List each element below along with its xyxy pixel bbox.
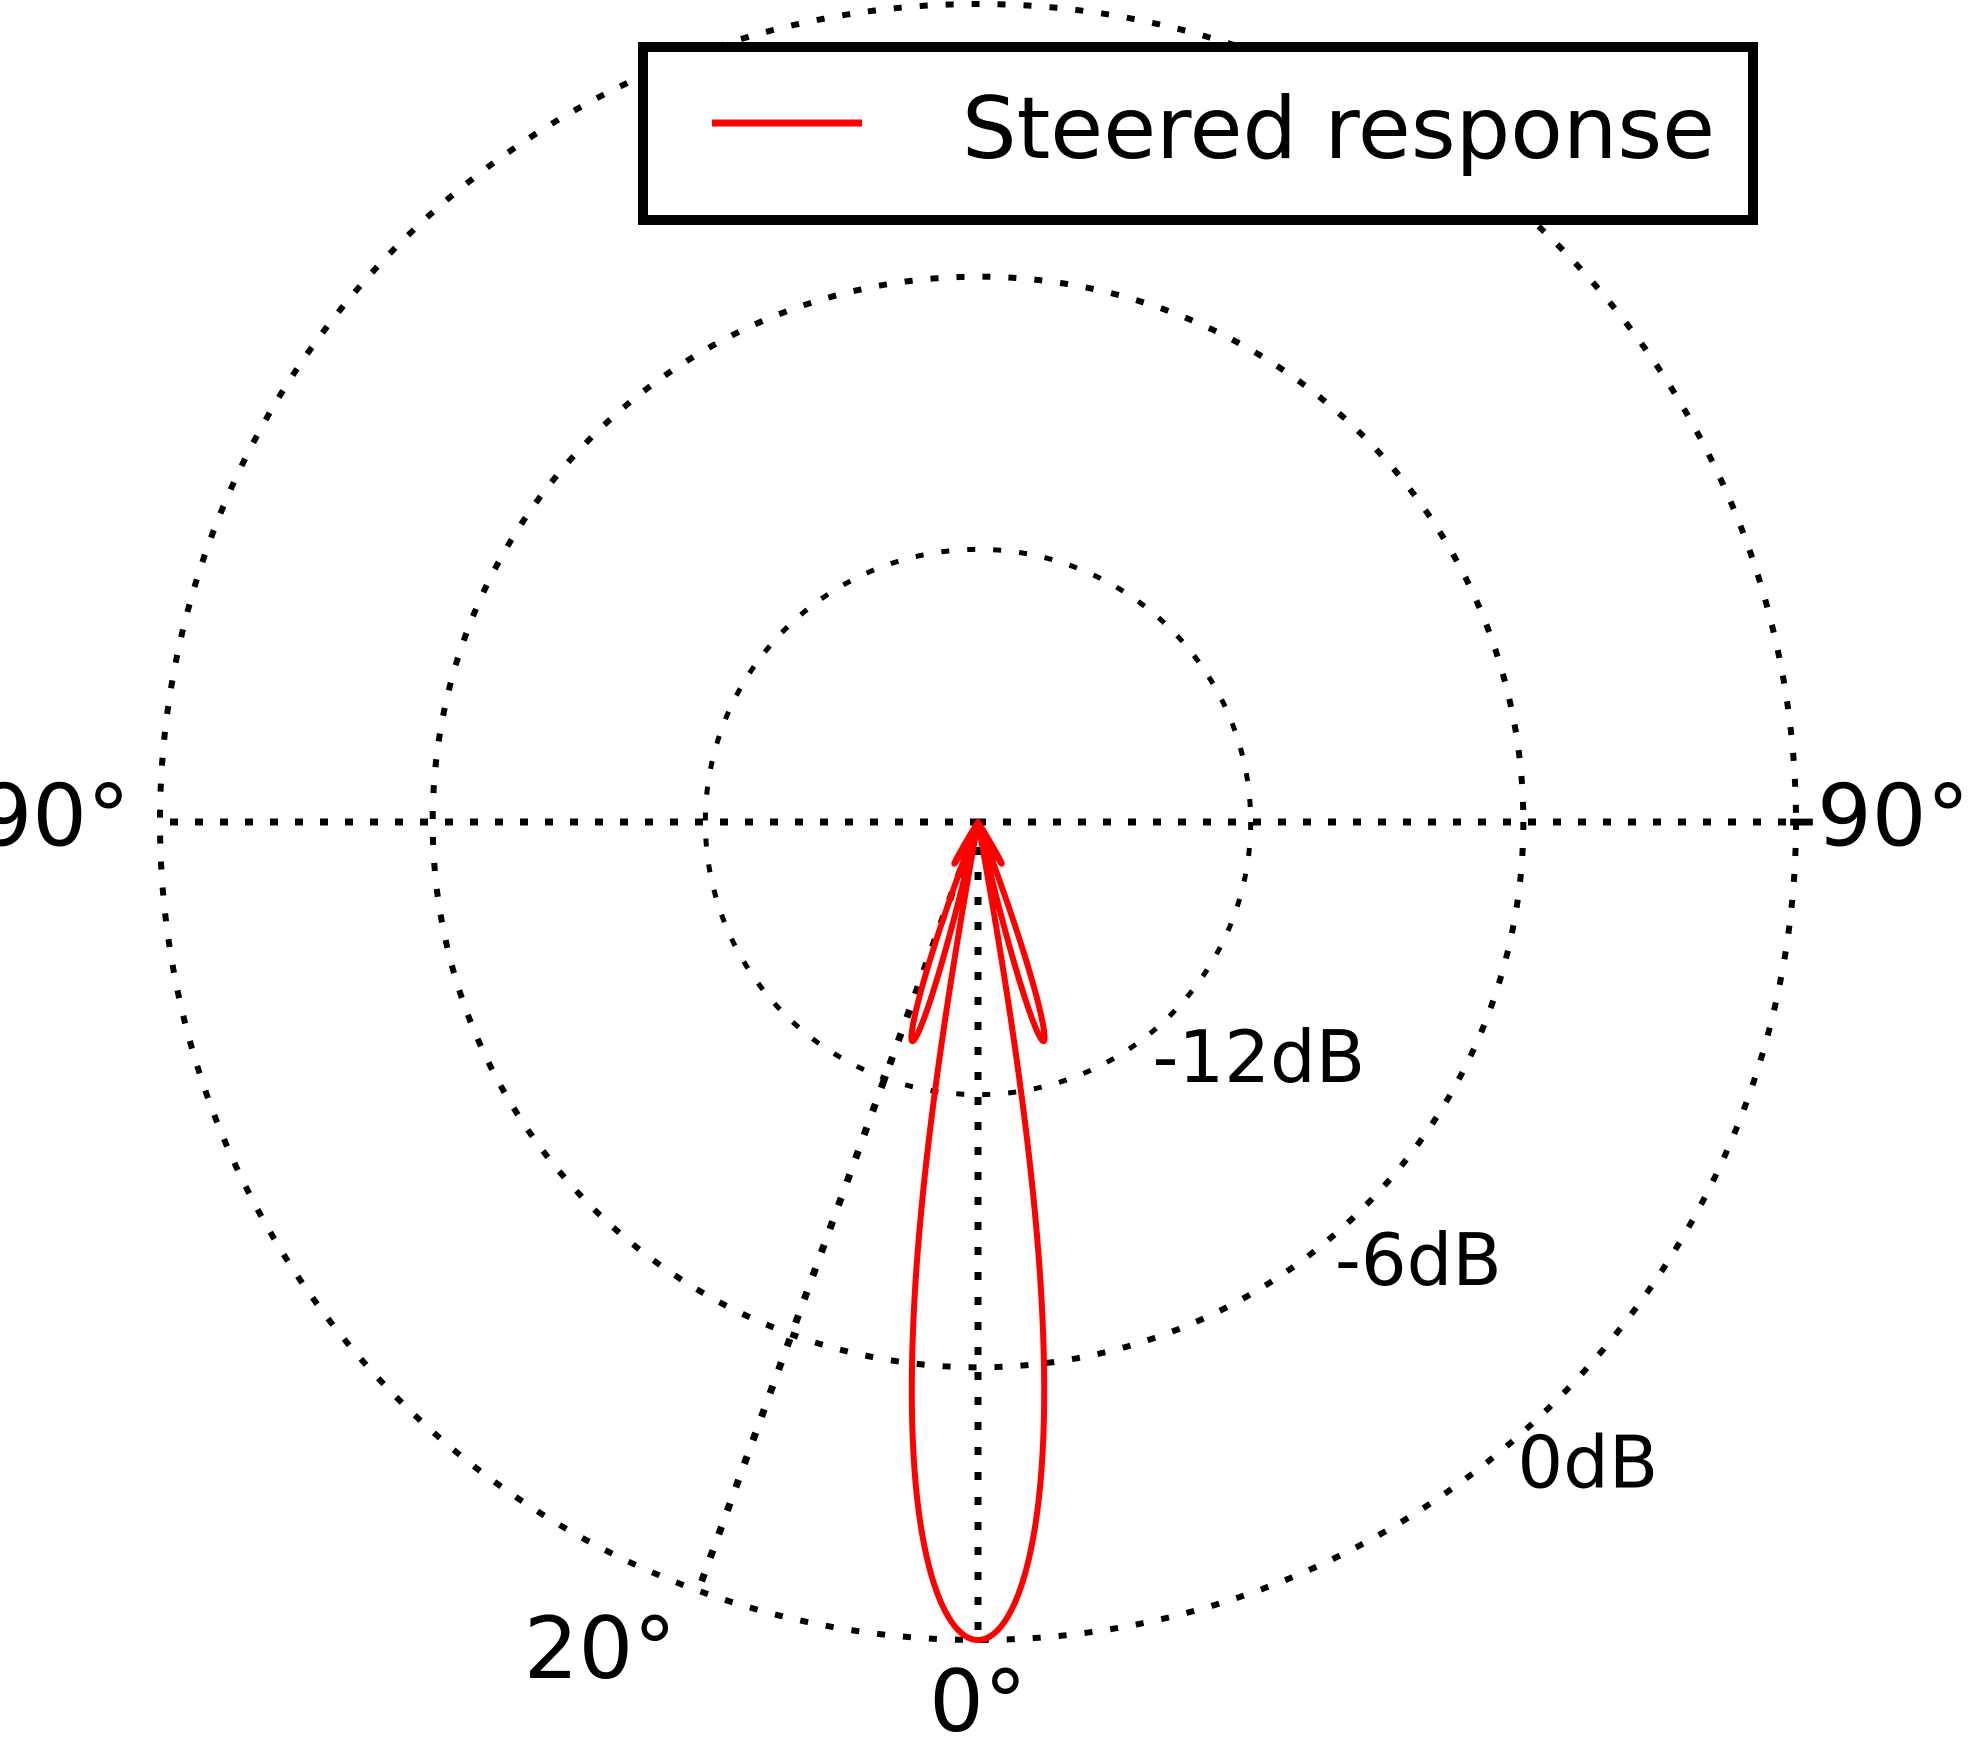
angle-tick-label: 20° [524,1599,676,1699]
range-ring-minus12db [702,546,1254,1098]
angle-tick-label: -90° [1786,766,1969,866]
series-line-steered-response [908,819,1048,1643]
angle-tick-label: 90° [0,766,130,866]
ring-label: -12dB [1152,1015,1365,1099]
range-ring-0db [157,1,1799,1643]
legend-box [638,42,1758,225]
series-layer [908,819,1048,1643]
radial-gridline-20 [694,820,982,1592]
axis-labels: 90° 20° 0° -90° -12dB -6dB 0dB [0,766,1969,1752]
legend-label-steered-response: Steered response [962,79,1715,179]
ring-label: -6dB [1335,1218,1502,1302]
ring-label: 0dB [1517,1420,1658,1504]
legend: Steered response [638,42,1758,225]
range-ring-minus6db [429,273,1527,1371]
angle-tick-label: 0° [929,1652,1027,1752]
polar-grid [157,1,1799,1643]
